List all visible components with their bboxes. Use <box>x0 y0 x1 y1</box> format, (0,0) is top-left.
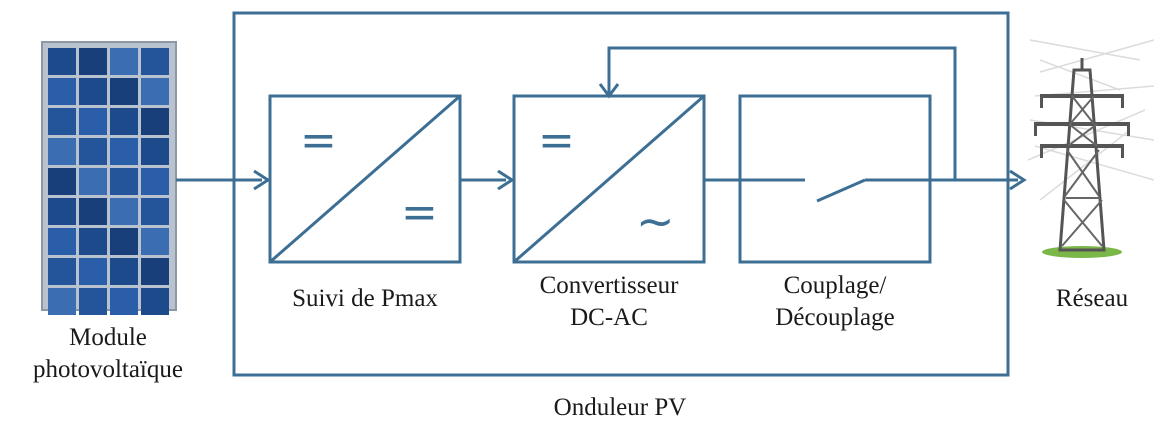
pv-cell <box>79 138 107 165</box>
pv-cell <box>79 108 107 135</box>
pv-cell <box>110 288 138 315</box>
pv-cell <box>110 258 138 285</box>
pv-cell <box>79 198 107 225</box>
inverter-enclosure <box>232 11 1010 377</box>
inverter-block: = ~ <box>512 94 706 264</box>
coupling-label-line1: Couplage/ <box>783 272 887 299</box>
mppt-symbol-out: = <box>401 187 438 238</box>
pv-cell <box>48 168 76 195</box>
pv-cell <box>110 48 138 75</box>
pv-cell <box>110 228 138 255</box>
pv-cell <box>110 168 138 195</box>
pv-cell <box>79 78 107 105</box>
pv-cell <box>110 108 138 135</box>
pv-module-label: Module photovoltaïque <box>0 322 216 386</box>
pv-cell <box>79 228 107 255</box>
pv-cell <box>79 48 107 75</box>
grid-label: Réseau <box>1055 285 1129 312</box>
inverter-symbol-out: ~ <box>636 194 675 248</box>
pv-cell <box>110 198 138 225</box>
inverter-label-line2: DC-AC <box>570 304 648 331</box>
pv-cell <box>48 228 76 255</box>
inverter-symbol-in: = <box>538 115 575 166</box>
pv-cell <box>48 258 76 285</box>
pv-cell <box>141 138 169 165</box>
pv-cell <box>141 168 169 195</box>
pv-cell <box>48 48 76 75</box>
pv-cell <box>141 228 169 255</box>
pv-cell <box>48 288 76 315</box>
pv-cell <box>141 258 169 285</box>
signal-arrows <box>176 46 1027 191</box>
pv-cell <box>48 138 76 165</box>
pv-cell <box>141 198 169 225</box>
pv-module-icon <box>41 41 177 315</box>
mppt-symbol-in: = <box>300 115 337 166</box>
pv-module-label-line2: photovoltaïque <box>33 356 183 383</box>
coupling-label: Couplage/ Découplage <box>735 270 935 334</box>
pv-cell <box>141 108 169 135</box>
pv-cell <box>48 198 76 225</box>
pv-cell <box>79 288 107 315</box>
switch-contact-icon <box>816 178 866 203</box>
pv-cell <box>141 78 169 105</box>
inverter-label: Convertisseur DC-AC <box>494 270 724 334</box>
coupling-label-line2: Découplage <box>775 304 895 331</box>
pv-module-label-line1: Module <box>69 324 147 351</box>
inverter-label-line1: Convertisseur <box>539 272 679 299</box>
pv-cell <box>110 78 138 105</box>
pv-cell <box>141 288 169 315</box>
pv-cell <box>79 168 107 195</box>
pv-cell <box>110 138 138 165</box>
coupling-block <box>738 94 932 264</box>
mppt-block: = = <box>268 94 462 264</box>
enclosure-label: Onduleur PV <box>553 394 687 421</box>
pv-cell <box>79 258 107 285</box>
pv-cell <box>48 78 76 105</box>
pv-cell <box>141 48 169 75</box>
mppt-label: Suivi de Pmax <box>292 285 438 312</box>
grid-tower-icon <box>1027 39 1154 258</box>
pv-cell <box>48 108 76 135</box>
